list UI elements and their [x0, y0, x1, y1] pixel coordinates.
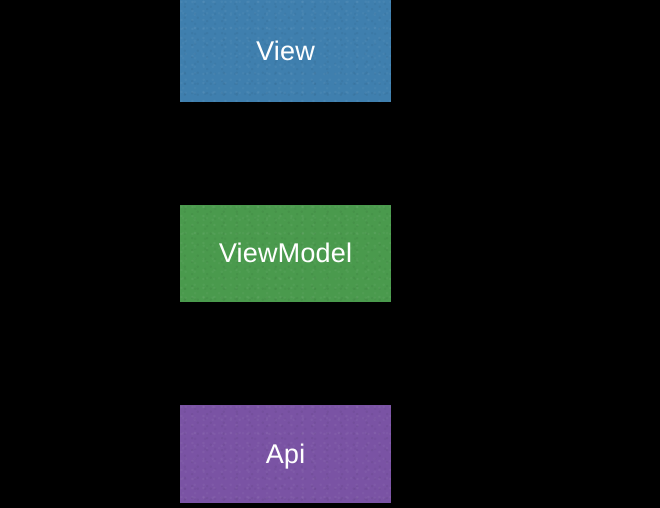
node-viewmodel[interactable]: ViewModel [180, 205, 391, 302]
node-viewmodel-label: ViewModel [218, 238, 353, 268]
node-api-label: Api [265, 438, 306, 469]
node-view-label: View [256, 35, 315, 66]
node-api[interactable]: Api [180, 405, 391, 503]
node-view[interactable]: View [180, 0, 391, 102]
